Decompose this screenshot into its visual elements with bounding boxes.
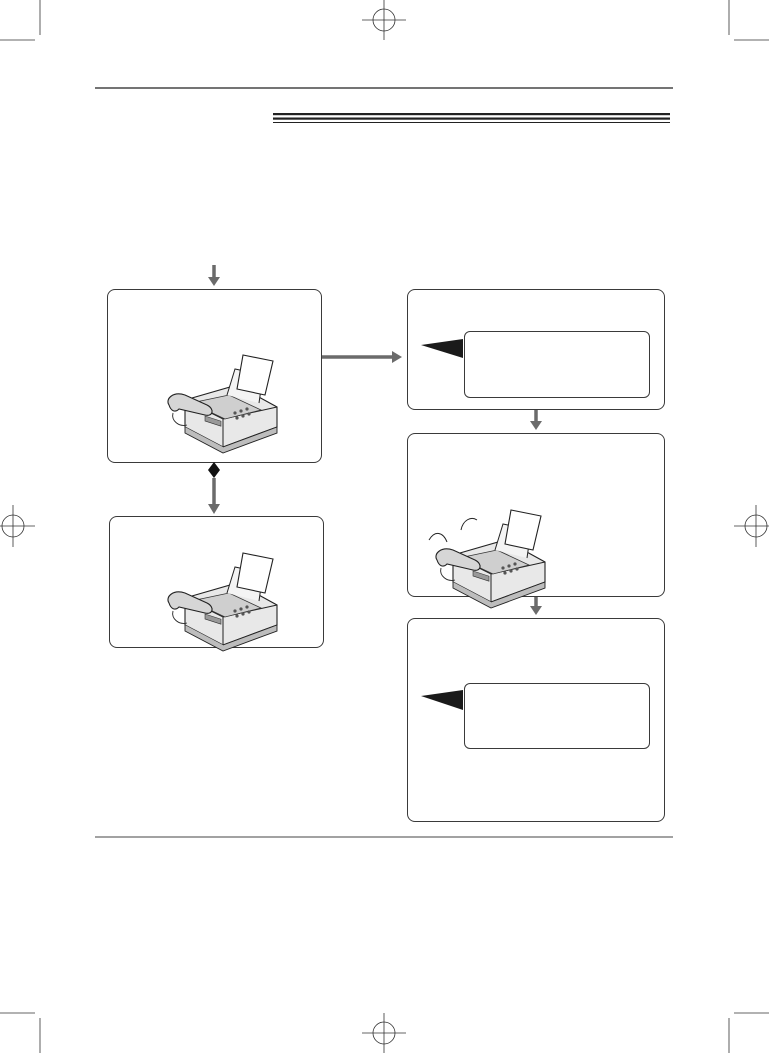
yes-branch-arrow bbox=[208, 462, 220, 514]
registration-mark-top bbox=[362, 0, 406, 40]
fax-machine-icon bbox=[167, 552, 278, 652]
title-triple-rule bbox=[273, 113, 670, 123]
fax-machine-icon bbox=[167, 354, 278, 454]
registration-mark-bottom bbox=[362, 1013, 406, 1053]
down-arrow-1 bbox=[530, 410, 542, 430]
callout-pointer bbox=[421, 690, 463, 710]
lcd-display bbox=[464, 683, 650, 749]
registration-mark-left bbox=[0, 505, 35, 547]
callout-pointer bbox=[421, 339, 463, 358]
final-display-box bbox=[407, 618, 665, 822]
down-arrow-2 bbox=[530, 597, 542, 615]
right-arrow bbox=[322, 351, 402, 363]
start-arrow bbox=[208, 265, 220, 286]
ringing-fax-machine-icon bbox=[428, 509, 546, 609]
registration-mark-right bbox=[734, 505, 769, 547]
lcd-display bbox=[464, 331, 650, 398]
